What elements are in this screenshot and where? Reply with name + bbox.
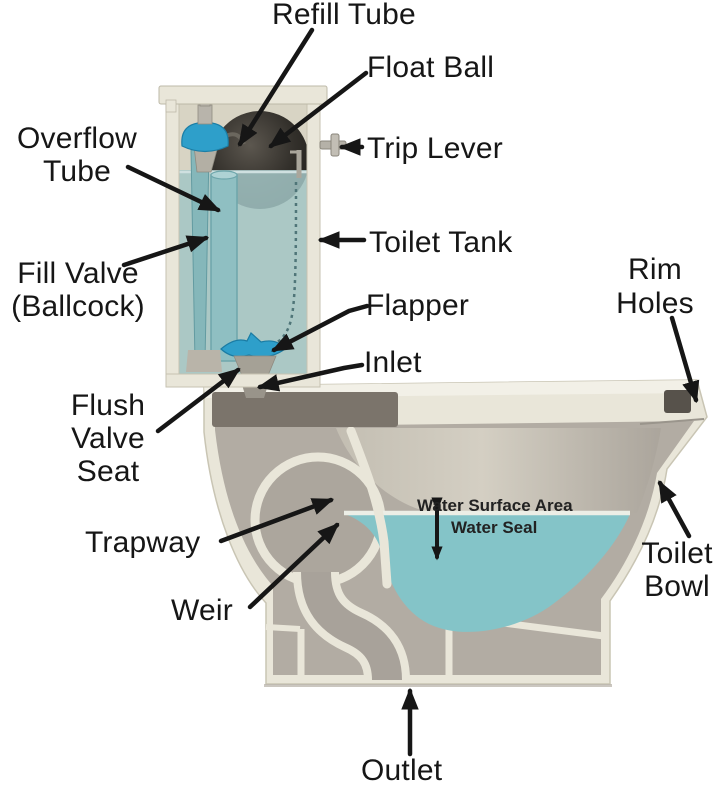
label-trapway: Trapway [85,526,201,559]
refill-tube-arrow [237,27,315,147]
label-rim-holes: Rim Holes [616,253,694,320]
label-fill-valve: Fill Valve (Ballcock) [11,257,145,323]
outlet-channel [293,570,410,682]
tank-lid [158,85,328,113]
label-water-surface-area: Water Surface Area [417,496,573,515]
toilet-bowl-arrow [657,480,692,539]
overflow-tube-arrow [125,164,221,213]
label-overflow-tube: Overflow Tube [17,122,137,188]
label-weir: Weir [171,594,233,627]
deck-recess [212,392,398,427]
flapper-arrow [271,303,370,353]
weir-arrow [247,522,340,610]
label-flush-valve-seat: Flush Valve Seat [70,389,146,488]
label-toilet-bowl: Toilet Bowl [641,537,713,603]
toilet-bowl-body [203,378,708,687]
trapway-arrow [218,497,335,544]
label-float-ball: Float Ball [367,51,495,84]
bowl-water [345,514,630,632]
flush-valve-seat-arrow [155,367,241,434]
label-trip-lever: Trip Lever [367,132,503,165]
label-refill-tube: Refill Tube [272,0,416,31]
rim-hole [664,390,691,413]
float-ball-arrow [268,70,369,149]
inlet-arrow [256,362,365,392]
fill-valve-part [181,99,229,372]
leader-arrows [121,27,700,757]
fill-valve-arrow [121,235,210,268]
label-water-seal: Water Seal [451,518,538,537]
overflow-tube-part [210,170,238,362]
label-outlet: Outlet [361,754,443,787]
label-flapper: Flapper [366,289,470,322]
label-toilet-tank: Toilet Tank [369,226,513,259]
label-inlet: Inlet [364,346,422,379]
toilet-tank-body [158,85,347,388]
rim-holes-arrow [669,315,700,404]
